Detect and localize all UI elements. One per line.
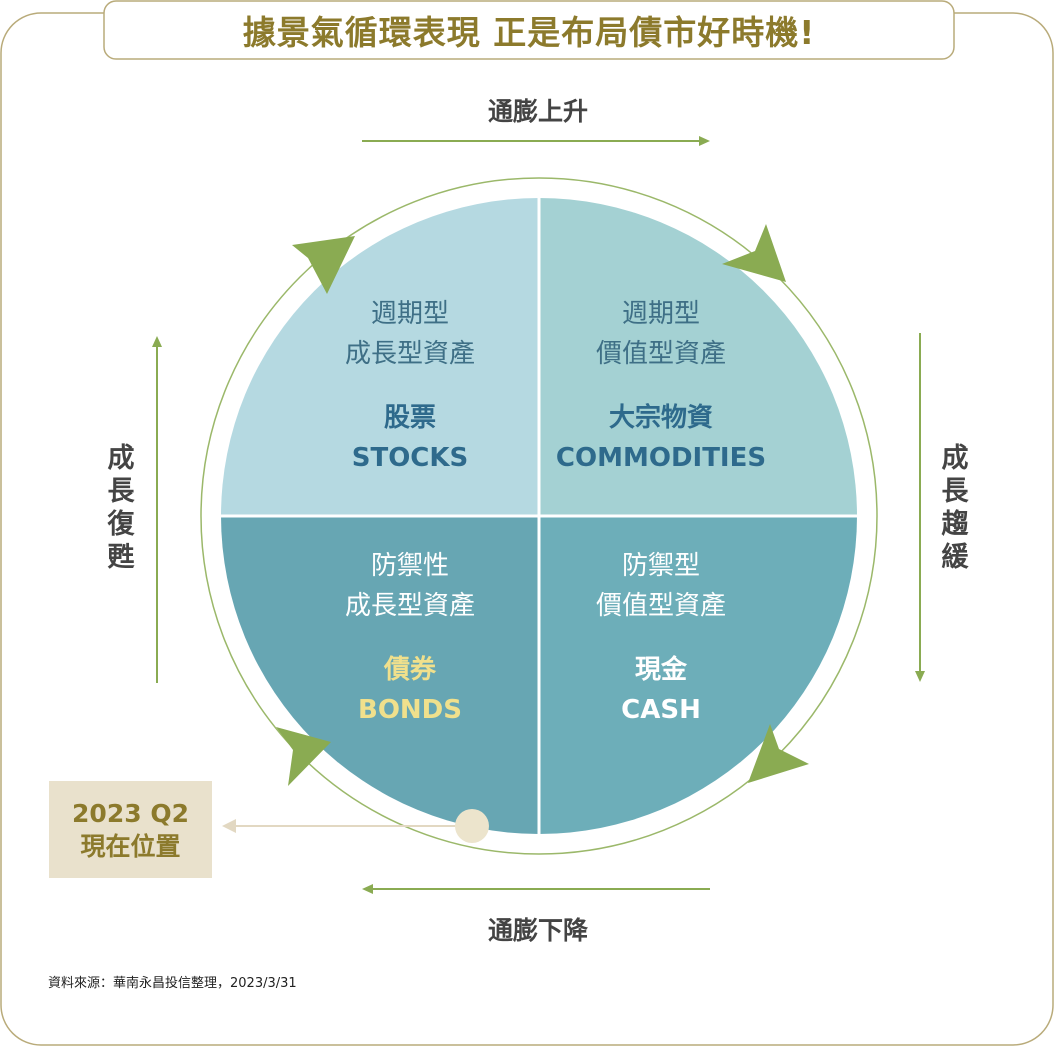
cycle-arrowhead-top-right (722, 224, 786, 282)
commodities-name-en: COMMODITIES (555, 443, 767, 473)
bonds-type-line2: 成長型資產 (344, 591, 475, 621)
cycle-arrowhead-bottom-right (748, 724, 809, 783)
cycle-ring (200, 177, 878, 855)
bonds-type-line1: 防禦性 (370, 551, 449, 581)
commodities-name-zh: 大宗物資 (608, 403, 713, 433)
cycle-arrowhead-top-left (292, 236, 355, 294)
stocks-type-line1: 週期型 (370, 299, 449, 329)
current-position-box: 2023 Q2 現在位置 (49, 781, 212, 878)
stocks-name-en: STOCKS (351, 443, 469, 473)
current-position-period: 2023 Q2 (72, 798, 189, 828)
arrow-up-left (152, 336, 162, 683)
axis-label-top: 通膨上升 (487, 97, 588, 126)
cash-name-en: CASH (621, 695, 701, 725)
current-position-label: 現在位置 (80, 831, 181, 861)
axis-label-right: 成長趨緩 (941, 443, 969, 573)
commodities-type-line1: 週期型 (621, 299, 700, 329)
title-box (103, 0, 955, 60)
commodities-type-line2: 價值型資產 (595, 339, 726, 369)
current-position-pointer (222, 819, 462, 833)
bonds-name-zh: 債券 (383, 655, 436, 685)
arrow-right-top (362, 136, 710, 146)
cash-type-line2: 價值型資產 (595, 591, 726, 621)
quadrant-bonds: 防禦性 成長型資產 債券 BONDS (260, 546, 560, 730)
arrow-down-right (915, 333, 925, 682)
axis-label-left: 成長復甦 (107, 443, 135, 573)
quadrant-stocks-shape (221, 198, 539, 516)
quadrant-commodities: 週期型 價值型資產 大宗物資 COMMODITIES (511, 294, 811, 478)
cash-name-zh: 現金 (634, 655, 687, 685)
page-title: 據景氣循環表現 正是布局債市好時機! (242, 13, 816, 52)
cash-type-line1: 防禦型 (621, 551, 700, 581)
stocks-type-line2: 成長型資產 (344, 339, 475, 369)
current-position-dot (455, 809, 489, 843)
source-note: 資料來源：華南永昌投信整理，2023/3/31 (48, 976, 297, 991)
quadrant-cash-shape (539, 516, 857, 834)
quadrant-stocks: 週期型 成長型資產 股票 STOCKS (260, 294, 560, 478)
quadrant-bonds-shape (221, 516, 539, 834)
arrow-left-bottom (362, 884, 710, 894)
cycle-arrowhead-bottom-left (276, 727, 331, 786)
quadrant-commodities-shape (539, 198, 857, 516)
stocks-name-zh: 股票 (383, 403, 436, 433)
axis-label-bottom: 通膨下降 (487, 916, 588, 945)
quadrant-cash: 防禦型 價值型資產 現金 CASH (511, 546, 811, 730)
bonds-name-en: BONDS (358, 695, 462, 725)
